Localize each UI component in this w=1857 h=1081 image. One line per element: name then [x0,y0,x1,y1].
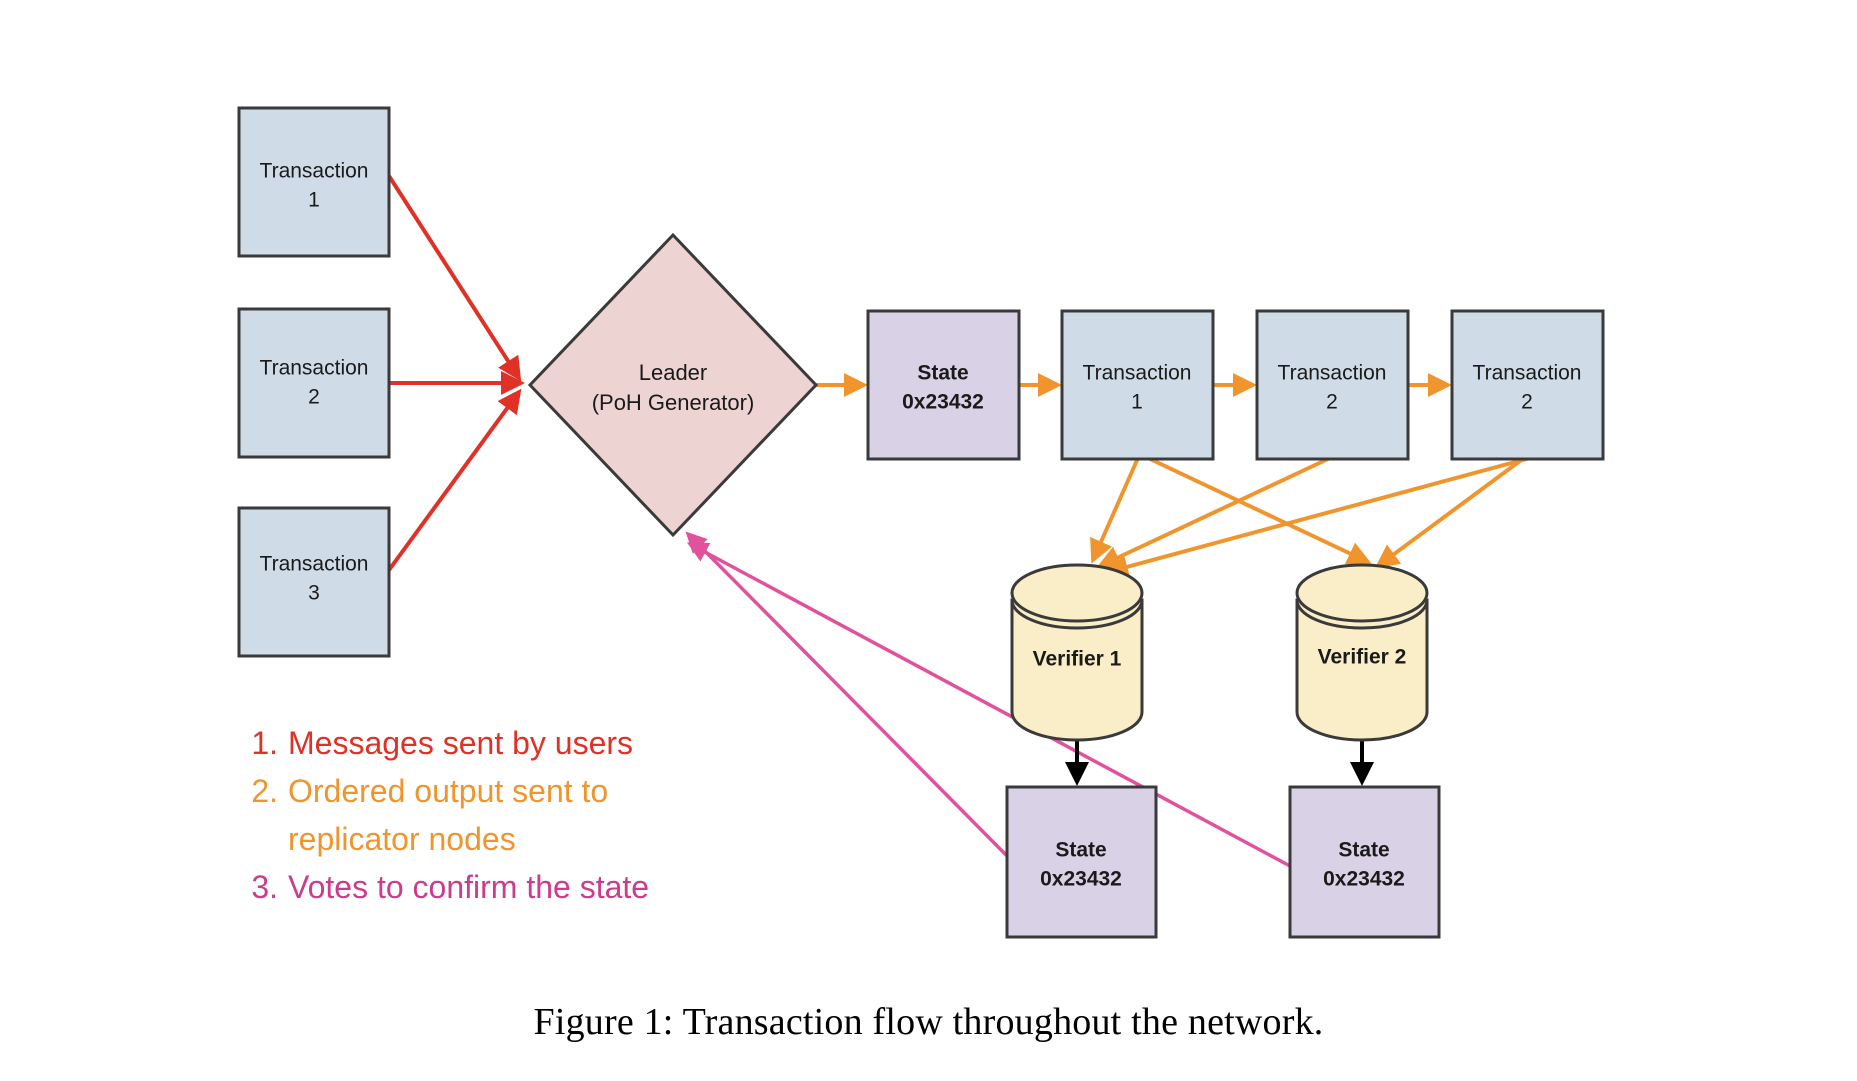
legend-item-1-line1: Messages sent by users [288,725,633,761]
edge-verifiedstate1-to-leader [685,531,1024,873]
legend-item-2-number: 2. [251,773,278,809]
verified-states-group: State 0x23432 State 0x23432 [1005,785,1441,939]
verifier-1-label: Verifier 1 [1033,648,1122,671]
tx-in-3-line2: 3 [308,582,320,605]
legend-item-2-line2: replicator nodes [288,821,516,857]
legend-item-1: 1. Messages sent by users [251,725,633,761]
node-ledger-tx-3[interactable]: Transaction 2 [1450,309,1605,461]
tx-in-2-line1: Transaction [260,357,369,380]
edge-group-verifier-commit [1065,738,1374,786]
node-tx-in-2[interactable]: Transaction 2 [237,307,391,459]
edge-ledgertx1-to-verifier2 [1147,456,1372,565]
legend-item-1-number: 1. [251,725,278,761]
ledger-tx-2-line2: 2 [1326,391,1338,414]
node-tx-in-3[interactable]: Transaction 3 [237,506,391,658]
ledger-tx-3-line2: 2 [1521,391,1533,414]
leader-label-line2: (PoH Generator) [592,390,755,415]
ledger-chain-group: State 0x23432 Transaction 1 Transaction … [866,309,1605,461]
edge-ledgertx3-to-verifier2 [1374,456,1526,569]
legend-item-3-number: 3. [251,869,278,905]
ledger-tx-1-line1: Transaction [1083,362,1192,385]
legend-item-2-line1: Ordered output sent to [288,773,608,809]
verifier-2-label: Verifier 2 [1318,646,1407,669]
edge-ledgertx1-to-verifier1 [1090,457,1140,564]
ledger-tx-2-line1: Transaction [1278,362,1387,385]
node-ledger-tx-2[interactable]: Transaction 2 [1255,309,1410,461]
figure-caption: Figure 1: Transaction flow throughout th… [533,1001,1324,1043]
transaction-flow-diagram: Transaction 1 Transaction 2 Transaction … [237,106,1605,939]
edge-ledgertx2-to-verifier1 [1096,456,1331,569]
legend-item-2: 2. Ordered output sent to replicator nod… [251,773,608,857]
edges-layer [387,174,1531,873]
edge-group-votes [685,531,1291,873]
ledger-tx-1-line2: 1 [1131,391,1143,414]
tx-in-1-line2: 1 [308,189,320,212]
verified-state-2-line2: 0x23432 [1323,868,1405,891]
tx-in-2-line2: 2 [308,386,320,409]
ledger-tx-3-line1: Transaction [1473,362,1582,385]
tx-in-3-line1: Transaction [260,553,369,576]
edge-group-user-messages [387,174,525,572]
node-ledger-state[interactable]: State 0x23432 [866,309,1021,461]
node-verified-state-1[interactable]: State 0x23432 [1005,785,1158,939]
edge-group-ordered-output [815,373,1531,579]
verified-state-1-line2: 0x23432 [1040,868,1122,891]
legend-group: 1. Messages sent by users 2. Ordered out… [251,725,649,905]
legend-item-3: 3. Votes to confirm the state [251,869,649,905]
ledger-state-line2: 0x23432 [902,391,984,414]
node-verifier-2[interactable]: Verifier 2 [1295,563,1429,742]
edge-tx3-to-leader [387,388,522,572]
tx-in-1-line1: Transaction [260,160,369,183]
node-verified-state-2[interactable]: State 0x23432 [1288,785,1441,939]
edge-verifiedstate2-to-leader [686,542,1291,868]
legend-item-3-line1: Votes to confirm the state [288,869,649,905]
leader-label-line1: Leader [639,360,708,385]
node-leader-diamond[interactable]: Leader (PoH Generator) [527,232,819,538]
verified-state-2-line1: State [1338,839,1389,862]
ledger-state-line1: State [917,362,968,385]
input-transactions-group: Transaction 1 Transaction 2 Transaction … [237,106,391,658]
node-verifier-1[interactable]: Verifier 1 [1010,563,1144,742]
edge-tx1-to-leader [387,174,522,382]
verified-state-1-line1: State [1055,839,1106,862]
verifiers-group: Verifier 1 Verifier 2 [1010,563,1429,742]
edge-ledgertx3-to-verifier1 [1104,456,1531,579]
node-ledger-tx-1[interactable]: Transaction 1 [1060,309,1215,461]
node-tx-in-1[interactable]: Transaction 1 [237,106,391,258]
